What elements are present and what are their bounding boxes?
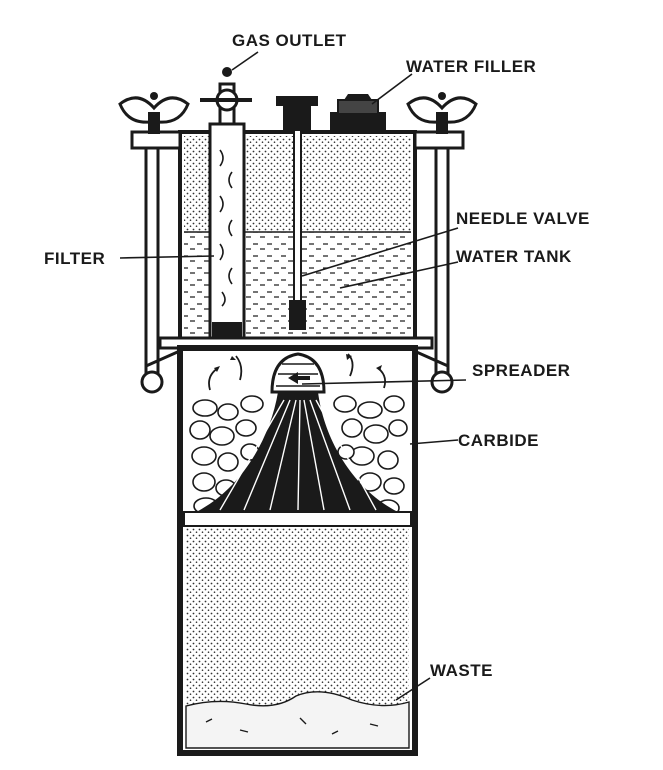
label-carbide: CARBIDE: [458, 431, 539, 450]
label-filter: FILTER: [44, 249, 105, 268]
partition-plate: [183, 511, 412, 527]
label-gas-outlet: GAS OUTLET: [232, 31, 347, 50]
label-water-tank: WATER TANK: [456, 247, 572, 266]
gas-outlet-valve: [200, 67, 252, 126]
right-wing-nut: [406, 92, 478, 134]
carbide-lumps: [189, 395, 408, 517]
leader-water-tank: [339, 261, 459, 289]
leader-filter: [119, 255, 215, 259]
filter-tube: [208, 122, 246, 342]
spreader-cone: [196, 352, 398, 512]
label-needle-valve: NEEDLE VALVE: [456, 209, 590, 228]
label-waste: WASTE: [430, 661, 493, 680]
left-wing-nut: [118, 92, 190, 134]
leader-waste: [395, 677, 431, 701]
top-crossbar: [130, 130, 465, 150]
leader-needle-valve: [301, 227, 459, 277]
water-filler-cap: [330, 94, 386, 132]
leader-spreader: [301, 379, 467, 385]
side-rods: [140, 146, 454, 394]
leader-carbide: [409, 439, 459, 445]
label-water-filler: WATER FILLER: [406, 57, 536, 76]
label-spreader: SPREADER: [472, 361, 570, 380]
leader-lines: [119, 51, 467, 701]
leader-water-filler: [371, 73, 413, 105]
waste-space: [185, 528, 410, 749]
needle-valve-rod: [276, 96, 318, 330]
leader-gas-outlet: [231, 51, 259, 71]
